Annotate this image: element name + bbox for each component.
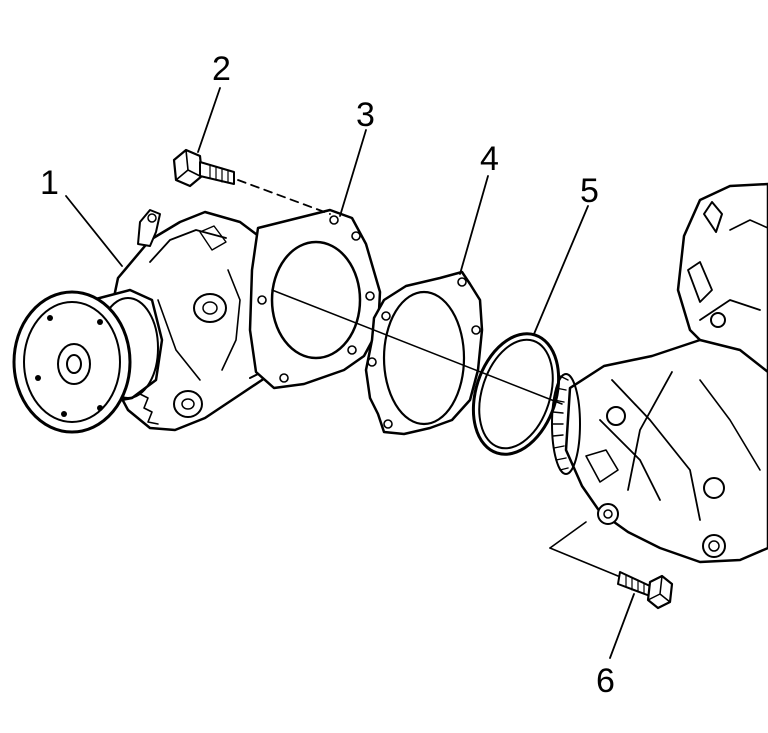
bolt-upper (172, 148, 331, 215)
leader-6 (609, 593, 635, 659)
callout-1: 1 (40, 164, 59, 202)
assembly-centerline (271, 289, 563, 405)
engine-housing (551, 182, 768, 564)
leader-4 (459, 175, 489, 275)
gasket (364, 270, 484, 436)
callout-6: 6 (596, 662, 615, 700)
o-ring (471, 332, 561, 456)
leader-5 (533, 205, 589, 335)
callout-2: 2 (212, 50, 231, 88)
bolt-lower (549, 521, 674, 610)
leader-2 (197, 87, 221, 153)
leader-lines (65, 87, 635, 659)
callout-3: 3 (356, 96, 375, 134)
callout-labels: 1 2 3 4 5 6 (40, 50, 615, 700)
callout-4: 4 (480, 140, 499, 178)
leader-1 (65, 195, 123, 267)
leader-3 (339, 129, 367, 217)
adapter-housing (248, 208, 382, 390)
callout-5: 5 (580, 172, 599, 210)
